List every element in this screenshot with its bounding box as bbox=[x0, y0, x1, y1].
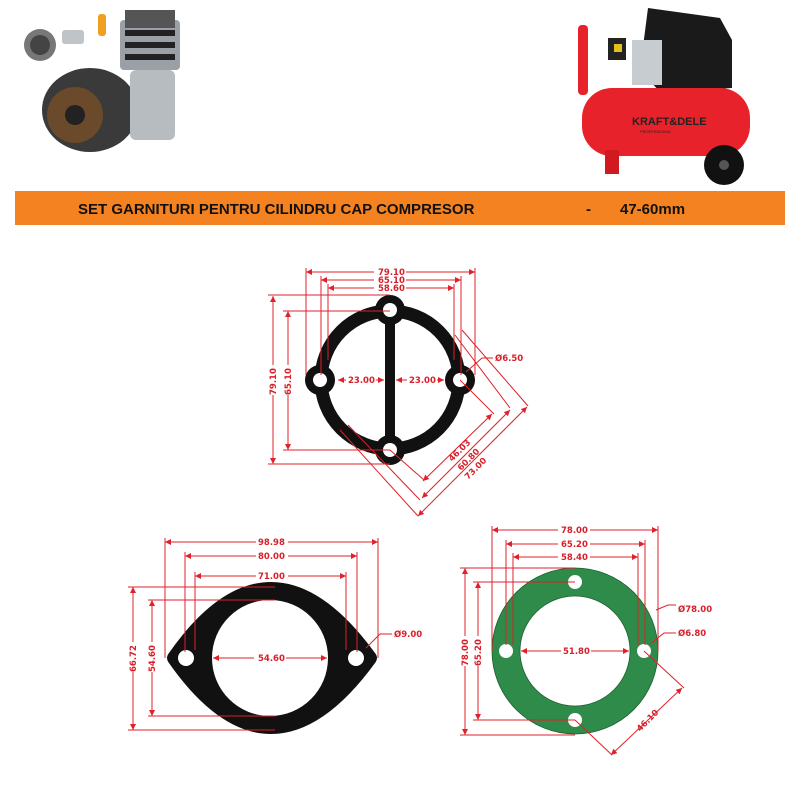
g3-width-outer: 78.00 bbox=[561, 526, 588, 536]
g3-diag: 46.10 bbox=[635, 708, 661, 734]
gasket-2-drawing: 98.98 80.00 71.00 66.72 54.60 54.60 Ø9.0… bbox=[128, 537, 422, 734]
banner-title: SET GARNITURI PENTRU CILINDRU CAP COMPRE… bbox=[78, 201, 475, 218]
g3-width-holes: 65.20 bbox=[561, 540, 588, 550]
air-compressor-photo: KRAFT&DELE PROFESSIONAL bbox=[578, 8, 750, 185]
g2-height-inner: 54.60 bbox=[148, 645, 158, 672]
g3-outer-diameter: Ø78.00 bbox=[678, 604, 712, 615]
g1-height-outer: 79.10 bbox=[269, 368, 279, 395]
g1-hole-diameter: Ø6.50 bbox=[495, 353, 523, 364]
g2-width-inner: 71.00 bbox=[258, 572, 285, 582]
g3-bore: 51.80 bbox=[563, 647, 590, 657]
g3-hole-diameter: Ø6.80 bbox=[678, 628, 706, 639]
g3-width-inner: 58.40 bbox=[561, 553, 588, 563]
banner-separator: - bbox=[586, 201, 591, 218]
g1-height-holes: 65.10 bbox=[284, 368, 294, 395]
g1-right-gap: 23.00 bbox=[409, 376, 436, 386]
g3-height-holes: 65.20 bbox=[474, 639, 484, 666]
banner-size-range: 47-60mm bbox=[620, 201, 685, 218]
g1-width-inner: 58.60 bbox=[378, 284, 405, 294]
gasket-1-shape bbox=[305, 295, 475, 465]
gasket-3-drawing: 78.00 65.20 58.40 78.00 65.20 51.80 Ø78.… bbox=[460, 525, 712, 756]
g2-hole-diameter: Ø9.00 bbox=[394, 629, 422, 640]
g1-width-outer: 79.10 bbox=[378, 268, 405, 278]
g2-width-holes: 80.00 bbox=[258, 552, 285, 562]
g3-height-outer: 78.00 bbox=[461, 639, 471, 666]
gasket-1-drawing: 79.10 65.10 58.60 79.10 65.10 23.00 23.0… bbox=[268, 267, 529, 517]
compressor-brand-logo: KRAFT&DELE bbox=[632, 116, 707, 128]
g1-left-gap: 23.00 bbox=[348, 376, 375, 386]
compressor-brand-subtitle: PROFESSIONAL bbox=[640, 129, 672, 134]
g2-bore: 54.60 bbox=[258, 654, 285, 664]
pump-motor-photo bbox=[24, 10, 180, 152]
g2-height-outer: 66.72 bbox=[129, 645, 139, 672]
g1-width-holes: 65.10 bbox=[378, 276, 405, 286]
title-banner: SET GARNITURI PENTRU CILINDRU CAP COMPRE… bbox=[15, 191, 785, 225]
g2-width-outer: 98.98 bbox=[258, 538, 285, 548]
